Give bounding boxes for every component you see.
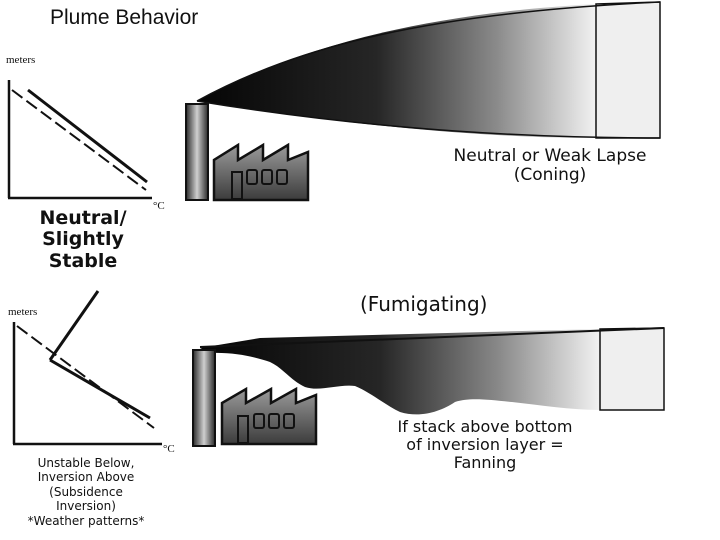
coning-caption-line: (Coning) [513, 165, 587, 186]
stability-label-2: Unstable Below, Inversion Above (Subside… [6, 456, 166, 528]
stability-label-1-line: Slightly [42, 228, 124, 251]
stability-label-2-line: *Weather patterns* [27, 513, 145, 528]
factory-1-window [276, 169, 288, 185]
factory-1-door [231, 171, 243, 200]
factory-2-window [253, 413, 265, 429]
x-axis-label-2: °C [163, 443, 175, 455]
stability-label-2-line: Inversion) [56, 499, 116, 514]
environment-lapse-1 [27, 88, 148, 184]
fumigating-heading: (Fumigating) [360, 292, 488, 316]
factory-2-window [268, 413, 280, 429]
factory-1-window [246, 169, 258, 185]
coning-caption-line: Neutral or Weak Lapse [453, 146, 647, 166]
fumigating-plume-top-edge [199, 327, 665, 348]
adiabatic-lapse-dashed-1 [11, 89, 147, 191]
smokestack-1 [185, 103, 209, 201]
inversion-line-2 [48, 290, 100, 361]
fanning-caption: If stack above bottom of inversion layer… [370, 418, 600, 472]
factory-2-window [283, 413, 295, 429]
coning-plume-fade [595, 1, 661, 139]
fanning-caption-line: If stack above bottom [397, 417, 573, 436]
coning-caption: Neutral or Weak Lapse (Coning) [405, 146, 695, 186]
stability-label-1: Neutral/ Slightly Stable [18, 207, 148, 272]
stability-label-2-line: Unstable Below, [37, 456, 135, 470]
factory-1 [212, 142, 310, 202]
y-axis-label-2: meters [8, 306, 38, 318]
y-axis-label-1: meters [6, 54, 36, 66]
coning-plume-top-edge [196, 1, 661, 102]
fanning-caption-line: Fanning [453, 452, 517, 472]
factory-2 [220, 386, 318, 446]
environment-lapse-2 [49, 358, 151, 420]
adiabatic-lapse-dashed-2 [16, 325, 155, 429]
smokestack-2 [192, 349, 216, 447]
coning-plume [197, 4, 596, 138]
temperature-profile-2 [12, 290, 162, 446]
factory-1-window [261, 169, 273, 185]
x-axis-label-1: °C [153, 200, 165, 212]
temperature-profile-1 [7, 80, 152, 200]
stability-label-1-line: Neutral/ [39, 207, 127, 229]
page-title: Plume Behavior [50, 6, 199, 29]
fumigating-plume-fade [599, 327, 665, 411]
coning-plume-bottom-edge [196, 100, 661, 139]
stability-label-2-line: Inversion Above [37, 470, 135, 485]
stability-label-2-line: (Subsidence [49, 484, 123, 499]
fanning-caption-line: of inversion layer = [406, 434, 564, 454]
stability-label-1-line: Stable [48, 249, 118, 272]
factory-2-door [237, 415, 249, 444]
fumigating-plume [200, 329, 600, 415]
